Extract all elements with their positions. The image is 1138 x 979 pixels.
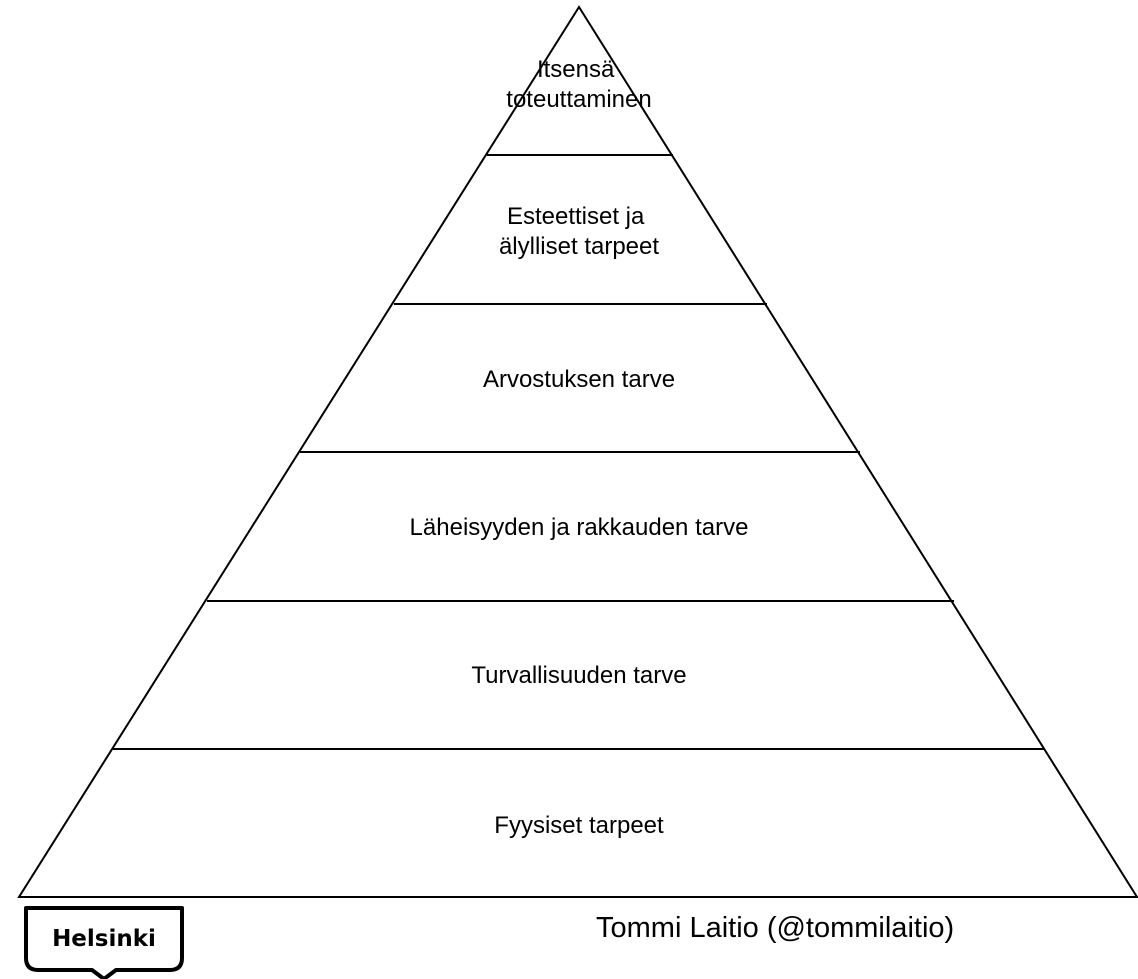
level-esteem-label: Arvostuksen tarve [483, 366, 675, 393]
level-belonging-label: Läheisyyden ja rakkauden tarve [410, 514, 749, 541]
svg-text:Helsinki: Helsinki [52, 926, 156, 952]
helsinki-logo: Helsinki [24, 906, 184, 979]
level-physiological-label: Fyysiset tarpeet [494, 812, 664, 839]
level-safety-label: Turvallisuuden tarve [471, 662, 686, 689]
level-aesthetic-label: Esteettiset ja älylliset tarpeet [499, 203, 659, 260]
level-self-actualization-label: Itsensä toteuttaminen [506, 56, 651, 113]
author-credit: Tommi Laitio (@tommilaitio) [596, 912, 955, 944]
